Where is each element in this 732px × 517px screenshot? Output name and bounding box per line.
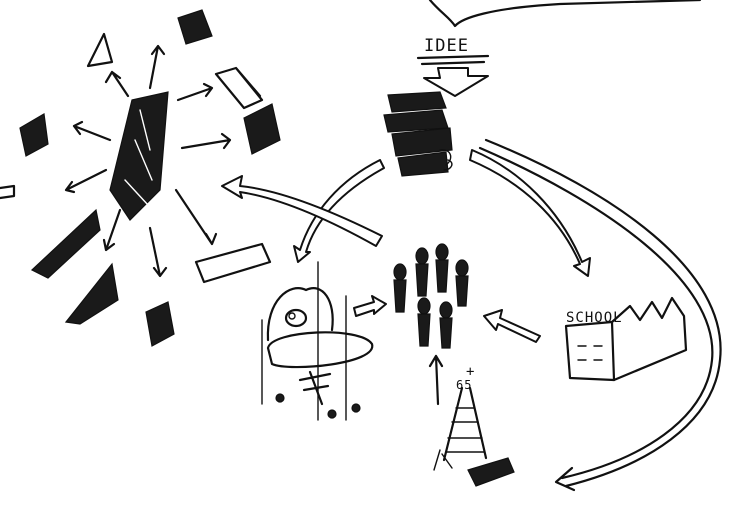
arrow-monster-to-crowd [354,296,386,316]
bench-block [196,244,270,282]
large-hatched-prism-left [32,210,100,278]
arrow-school-to-crowd [484,310,540,342]
spiral-bottom [146,302,174,346]
church-ladder [434,388,514,486]
hatched-prism-bottom [66,264,118,324]
arrow-money-to-school [470,150,590,276]
pyramid [88,34,112,66]
arrow-church-to-crowd [430,356,442,404]
idee-label: IDEE [424,36,469,56]
bar-left [0,186,14,198]
spiral-left [20,114,48,156]
speech-bubble-tail [430,0,700,26]
age-label: 65 [456,378,472,392]
hatched-cube-top [178,10,212,44]
cross-label: + [466,364,475,380]
arrow-to-cluster [222,176,382,246]
crowd [394,244,468,348]
idee-underline [418,56,488,64]
arrow-long-right-head [556,468,574,490]
money-stack [384,92,452,176]
school-label: SCHOOL [566,310,623,326]
stairs [244,104,280,154]
central-prism [110,92,168,220]
stair-block-right [216,68,262,108]
monster-couch [262,262,372,420]
